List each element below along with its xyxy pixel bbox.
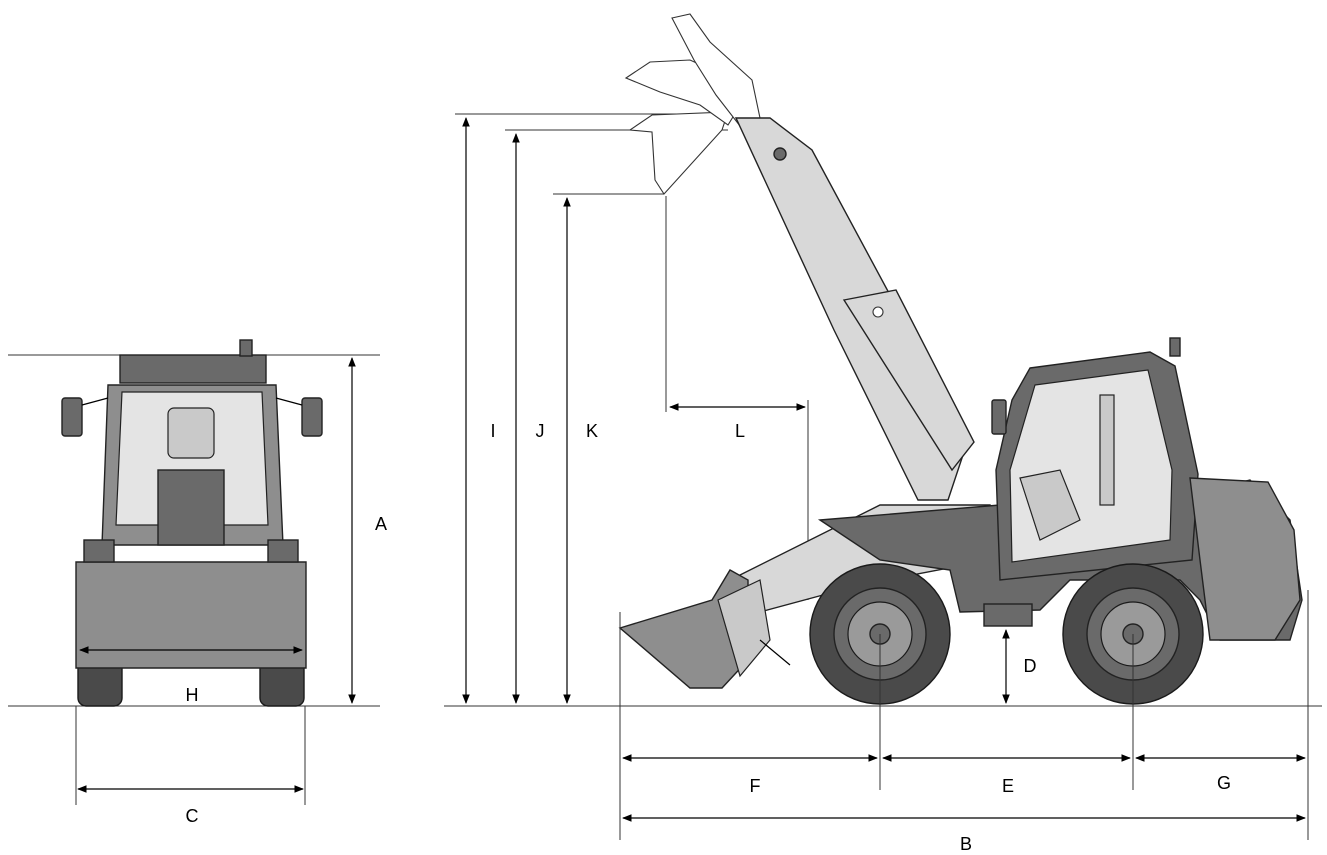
front-steering-column	[157, 469, 225, 546]
beacon-light	[239, 339, 253, 357]
raised-boom	[734, 117, 975, 501]
dimension-g-label: G	[1217, 773, 1231, 793]
front-counterweight	[75, 561, 307, 669]
front-seat	[167, 407, 215, 459]
steering-wheel	[1019, 469, 1081, 541]
boom-cylinder	[842, 289, 975, 472]
dimension-k-label: K	[586, 421, 598, 441]
front-right-fender	[267, 539, 299, 563]
left-mirror	[61, 397, 83, 437]
dimension-a-label: A	[375, 514, 387, 534]
front-left-fender	[83, 539, 115, 563]
side-view: I J K L D F E G B	[444, 13, 1322, 854]
bucket-link	[717, 579, 771, 678]
boom-pivot-mid	[872, 306, 884, 318]
right-mirror	[301, 397, 323, 437]
dimension-l-label: L	[735, 421, 745, 441]
raised-bucket-lower	[628, 111, 729, 195]
step	[983, 603, 1033, 627]
side-cab	[991, 337, 1199, 581]
dimension-d-label: D	[1024, 656, 1037, 676]
dimension-h-label: H	[186, 685, 199, 705]
dimension-b-label: B	[960, 834, 972, 854]
dimension-j-label: J	[536, 421, 545, 441]
dimension-e-label: E	[1002, 776, 1014, 796]
side-beacon	[1169, 337, 1181, 357]
front-cab	[61, 339, 323, 546]
side-mirror	[991, 399, 1007, 435]
side-cab-glass	[1009, 369, 1173, 563]
dimension-f-label: F	[750, 776, 761, 796]
raised-bucket	[624, 13, 761, 195]
engine-hood	[1189, 477, 1301, 641]
dimension-c-label: C	[186, 806, 199, 826]
dimension-i-label: I	[490, 421, 495, 441]
boom-pivot-top	[773, 147, 787, 161]
cab-pillar	[1099, 394, 1115, 506]
lowered-bucket	[618, 569, 791, 689]
front-roof	[119, 354, 267, 384]
front-view: H C A	[8, 339, 387, 826]
